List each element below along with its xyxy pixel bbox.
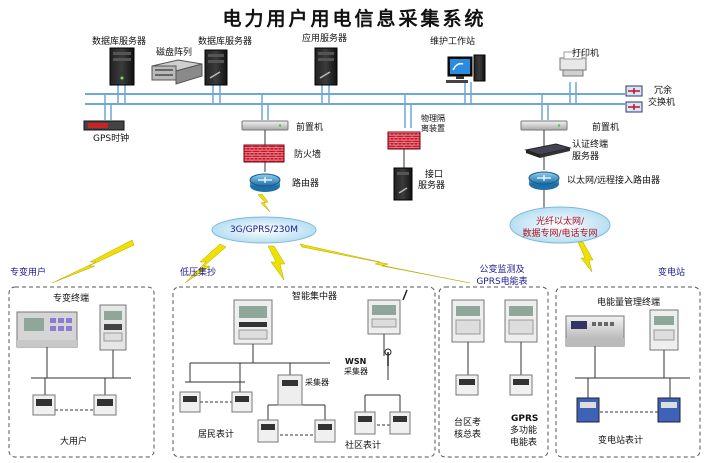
group-dedicated-label: 专变用户 bbox=[10, 268, 47, 278]
wireless-cloud bbox=[211, 216, 317, 244]
public-transformer-box bbox=[438, 286, 549, 458]
large-user-label: 大用户 bbox=[60, 437, 88, 447]
area-check-meter-small-icon bbox=[455, 374, 479, 396]
printer-label: 打印机 bbox=[572, 49, 600, 59]
disk-array-label: 磁盘阵列 bbox=[156, 48, 193, 58]
dedicated-users-box bbox=[8, 286, 155, 458]
group-low-voltage-label: 低压集抄 bbox=[180, 268, 217, 278]
firewall-label: 防火墙 bbox=[294, 150, 322, 160]
substation-meter-label: 变电站表计 bbox=[598, 436, 644, 446]
public-wiring bbox=[467, 342, 522, 375]
gprs-meter-label-3: 电能表 bbox=[510, 438, 538, 448]
db-server-1-label: 数据库服务器 bbox=[92, 37, 147, 47]
wsn-antenna-icon bbox=[384, 348, 392, 366]
substation-meter-1-icon bbox=[576, 397, 600, 423]
collector-icon bbox=[277, 374, 303, 406]
firewall-icon bbox=[243, 144, 285, 163]
dedicated-meter-icon bbox=[99, 304, 127, 351]
db-server-2-label: 数据库服务器 bbox=[198, 37, 253, 47]
energy-terminal-label: 电能量管理终端 bbox=[597, 298, 661, 308]
ethernet-router-label: 以太网/远程接入路由器 bbox=[567, 176, 661, 186]
database-server-1-icon bbox=[109, 47, 135, 86]
resident-meter-2-icon bbox=[231, 391, 253, 413]
wsn-meter-1-icon bbox=[354, 411, 376, 435]
gprs-meter-label-1: GPRS bbox=[511, 414, 539, 424]
physical-isolation-icon bbox=[387, 131, 421, 150]
interface-server-icon bbox=[393, 167, 413, 201]
phys-isolation-label-2: 离装置 bbox=[421, 124, 445, 133]
large-user-meter-2-icon bbox=[93, 394, 117, 416]
redundant-switch-label-1: 冗余 bbox=[654, 86, 673, 96]
large-user-wiring bbox=[31, 347, 131, 411]
front-end-2-label: 前置机 bbox=[592, 123, 620, 133]
gprs-meter-icon bbox=[504, 299, 538, 343]
auth-terminal-label-2: 服务器 bbox=[572, 152, 600, 162]
substation-box bbox=[555, 286, 701, 458]
interface-server-label-1: 接口 bbox=[425, 170, 444, 180]
app-server-label: 应用服务器 bbox=[302, 34, 348, 44]
wireless-links bbox=[51, 193, 594, 284]
wsn-meter-2-icon bbox=[389, 411, 411, 435]
printer-icon bbox=[559, 51, 587, 77]
low-voltage-box bbox=[172, 286, 436, 458]
resident-meter-label: 居民表计 bbox=[198, 430, 235, 440]
disk-array-icon bbox=[151, 59, 203, 85]
dedicated-terminal-label: 专变终端 bbox=[53, 294, 90, 304]
redundant-switch-icon bbox=[625, 85, 643, 113]
concentrator-icon bbox=[233, 299, 273, 345]
auth-terminal-label-1: 认证终端 bbox=[572, 140, 609, 150]
energy-terminal-icon bbox=[565, 315, 625, 347]
community-meter-1-icon bbox=[257, 419, 279, 443]
substation-meter-2-icon bbox=[657, 397, 681, 423]
front-end-server-2-icon bbox=[520, 120, 568, 131]
phys-isolation-label-1: 物理隔 bbox=[421, 114, 445, 123]
wireless-cloud-label: 3G/GPRS/230M bbox=[229, 225, 299, 235]
wsn-label-1: WSN bbox=[345, 357, 367, 366]
low-voltage-wiring bbox=[185, 334, 401, 436]
fiber-cloud-label-1: 光纤以太网/ bbox=[535, 217, 585, 227]
community-meter-2-icon bbox=[314, 419, 336, 443]
front-end-server-1-icon bbox=[241, 120, 289, 131]
interface-server-label-2: 服务器 bbox=[418, 181, 446, 191]
backbone-bus bbox=[85, 93, 625, 105]
wsn-concentrator-icon bbox=[367, 289, 408, 335]
fiber-cloud-label-2: 数据专网/电话专网 bbox=[522, 229, 598, 239]
fiber-cloud bbox=[509, 206, 611, 244]
server-drops bbox=[104, 82, 577, 128]
wsn-label-2: 采集器 bbox=[344, 367, 368, 376]
dedicated-terminal-icon bbox=[16, 311, 78, 348]
gprs-meter-small-icon bbox=[509, 374, 533, 396]
area-meter-label-2: 核总表 bbox=[454, 430, 482, 440]
group-public-label-2: GPRS电能表 bbox=[476, 277, 528, 287]
area-meter-label-1: 台区考 bbox=[454, 418, 482, 428]
diagram-title: 电力用户用电信息采集系统 bbox=[222, 8, 487, 30]
redundant-switch-label-2: 交换机 bbox=[648, 98, 676, 108]
substation-wiring bbox=[575, 346, 690, 413]
router-label: 路由器 bbox=[292, 179, 320, 189]
collector-label-1: 采集器 bbox=[305, 378, 329, 387]
group-substation-label: 变电站 bbox=[658, 268, 686, 278]
auth-terminal-icon bbox=[524, 143, 572, 158]
substation-meter-main-icon bbox=[649, 309, 679, 351]
gps-clock-label: GPS时钟 bbox=[93, 134, 130, 144]
application-server-icon bbox=[314, 47, 338, 86]
large-user-meter-1-icon bbox=[32, 394, 56, 416]
database-server-2-icon bbox=[204, 49, 228, 86]
concentrator-label: 智能集中器 bbox=[292, 292, 338, 302]
group-public-label-1: 公变监测及 bbox=[479, 265, 525, 275]
ethernet-router-icon bbox=[528, 171, 560, 190]
gprs-meter-label-2: 多功能 bbox=[510, 426, 538, 436]
router-icon bbox=[249, 173, 281, 192]
maintenance-workstation-icon bbox=[446, 54, 486, 83]
gps-clock-icon bbox=[83, 120, 125, 131]
front-end-1-label: 前置机 bbox=[296, 123, 324, 133]
area-check-meter-icon bbox=[451, 299, 485, 343]
community-meter-label: 社区表计 bbox=[345, 441, 382, 451]
maint-station-label: 维护工作站 bbox=[430, 37, 476, 47]
resident-meter-1-icon bbox=[179, 391, 201, 413]
